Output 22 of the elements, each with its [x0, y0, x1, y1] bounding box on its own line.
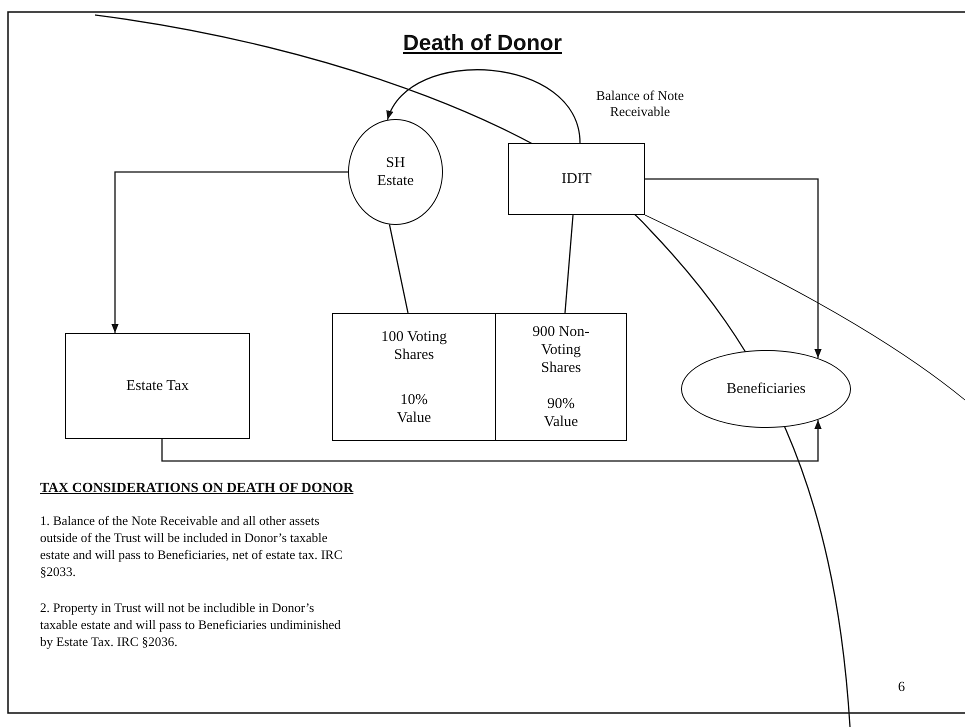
- section-heading: TAX CONSIDERATIONS ON DEATH OF DONOR: [40, 481, 354, 497]
- note-text: 2. Property in Trust will not be includible in Donor’s taxable estate and will pass to Beneficiaries undiminished by Estate Tax. IRC §2036.: [40, 600, 342, 651]
- entity-box: [65, 333, 250, 439]
- connector-line: [388, 224, 409, 314]
- node-label: 900 Non-Voting Shares: [531, 323, 591, 377]
- node-sublabel: 90% Value: [542, 395, 580, 431]
- node-label: Beneficiaries: [726, 380, 806, 398]
- diagram-title: Death of Donor: [402, 30, 563, 56]
- node-label: Estate Tax: [126, 377, 189, 395]
- page-number: 6: [898, 680, 906, 696]
- connector-line: [564, 214, 574, 314]
- entity-box: [508, 143, 645, 215]
- node-label: SH Estate: [376, 154, 415, 190]
- node-label: IDIT: [562, 170, 592, 188]
- node-label: 100 Voting Shares: [380, 328, 448, 364]
- arrow: [161, 420, 822, 462]
- entity-box: [332, 313, 496, 441]
- arrow: [386, 69, 581, 144]
- entity-box: [495, 313, 627, 441]
- note-text: 1. Balance of the Note Receivable and all other assets outside of the Trust will be included in Donor’s taxable estate and will pass to Beneficiaries, net of estate tax. IRC §2033.: [40, 513, 344, 581]
- arrow: [645, 178, 822, 358]
- node-sublabel: 10% Value: [396, 390, 432, 426]
